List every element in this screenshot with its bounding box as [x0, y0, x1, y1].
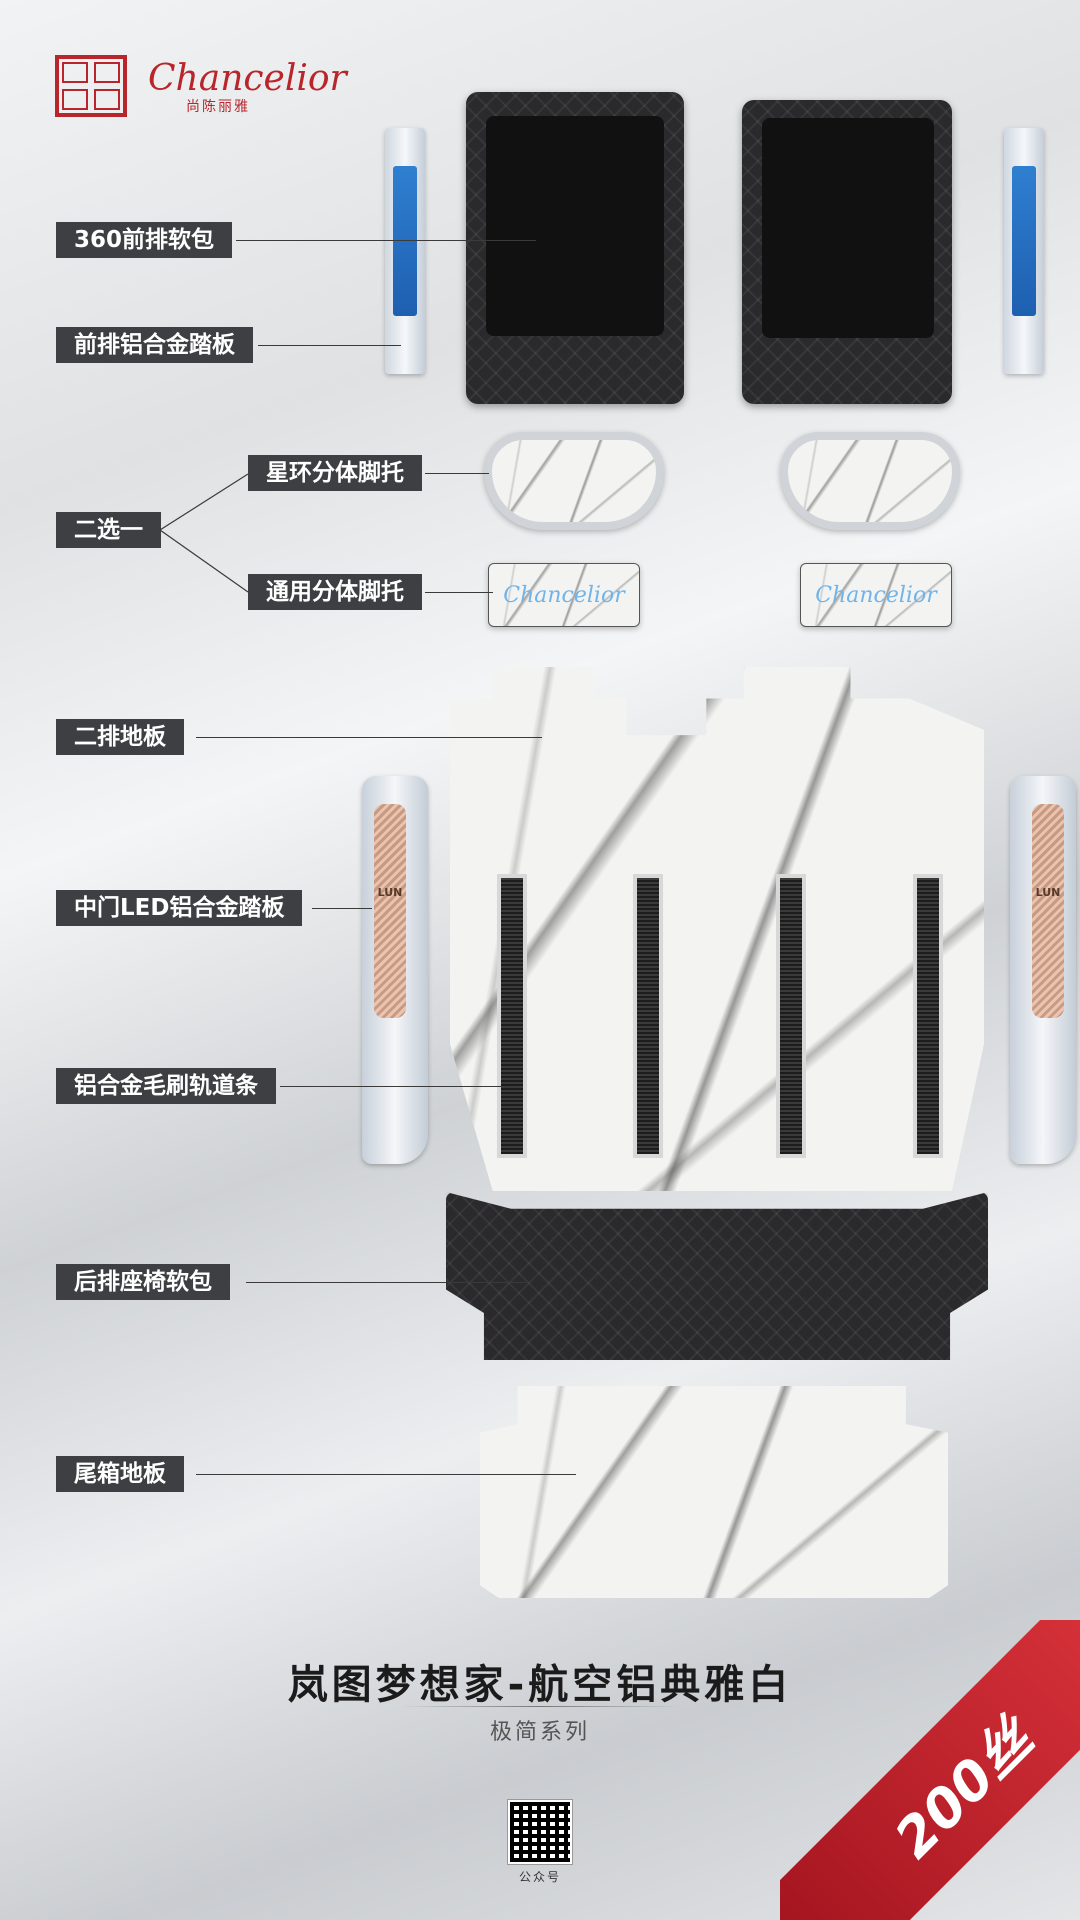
label-star-footrest: 星环分体脚托 [248, 455, 422, 491]
corner-badge-text: 200丝 [882, 1707, 1045, 1870]
leader-general-footrest [425, 592, 493, 593]
label-trunk-floor: 尾箱地板 [56, 1456, 184, 1492]
leader-brush-rail [280, 1086, 512, 1087]
leader-second-row-floor [196, 737, 542, 738]
qr-caption: 公众号 [518, 1870, 561, 1884]
brand-seal-logo [55, 55, 127, 117]
front-sill-right [1004, 128, 1044, 374]
label-brush-rail: 铝合金毛刷轨道条 [56, 1068, 276, 1104]
star-footrest-right [780, 432, 960, 530]
front-sill-left [385, 128, 425, 374]
star-footrest-left [484, 432, 664, 530]
front-mat-left [466, 92, 684, 404]
front-sill-right-insert [1012, 166, 1036, 316]
middle-door-led-sill-left: LUN [362, 776, 428, 1164]
qr-code-icon[interactable] [508, 1800, 572, 1864]
leader-trunk-floor [196, 1474, 576, 1475]
label-middle-door-led-sill: 中门LED铝合金踏板 [56, 890, 303, 926]
leader-rear-seat-soft [246, 1282, 526, 1283]
label-rear-seat-soft: 后排座椅软包 [56, 1264, 230, 1300]
page-subtitle: 极简系列 [489, 1720, 590, 1745]
label-front-sill: 前排铝合金踏板 [56, 327, 253, 363]
middle-door-led-badge-right: LUN [1035, 886, 1061, 899]
title-divider [400, 1706, 680, 1707]
corner-ribbon: 200丝 [780, 1620, 1080, 1920]
brand-subtitle: 尚陈丽雅 [186, 99, 250, 115]
brand-name: Chancelior [148, 58, 347, 99]
front-mat-right-inner [762, 118, 934, 338]
trunk-floor [480, 1386, 948, 1598]
leader-front-soft-mat [236, 240, 536, 241]
middle-door-led-badge-left: LUN [377, 886, 403, 899]
label-front-soft-mat: 360前排软包 [56, 222, 233, 258]
brush-rail-3 [776, 874, 806, 1158]
second-row-floor [450, 667, 984, 1191]
label-second-row-floor: 二排地板 [56, 719, 184, 755]
middle-door-led-sill-right: LUN [1010, 776, 1076, 1164]
general-footrest-left-logo: Chancelior [503, 582, 625, 608]
general-footrest-right: Chancelior [800, 563, 952, 627]
general-footrest-left: Chancelior [488, 563, 640, 627]
label-general-footrest: 通用分体脚托 [248, 574, 422, 610]
page-title: 岚图梦想家-航空铝典雅白 [287, 1662, 793, 1708]
leader-star-footrest [425, 473, 489, 474]
middle-door-led-sill-left-insert [374, 804, 406, 1018]
brush-rail-2 [633, 874, 663, 1158]
front-mat-right [742, 100, 952, 404]
choose-one-branch-lines [160, 473, 249, 593]
front-mat-left-inner [486, 116, 664, 336]
leader-front-sill [258, 345, 401, 346]
rear-seat-soft-mat [446, 1192, 988, 1360]
general-footrest-right-logo: Chancelior [815, 582, 937, 608]
middle-door-led-sill-right-insert [1032, 804, 1064, 1018]
front-sill-left-insert [393, 166, 417, 316]
label-choose-one: 二选一 [56, 512, 161, 548]
brush-rail-1 [497, 874, 527, 1158]
brush-rail-4 [913, 874, 943, 1158]
leader-middle-door-led-sill [312, 908, 372, 909]
